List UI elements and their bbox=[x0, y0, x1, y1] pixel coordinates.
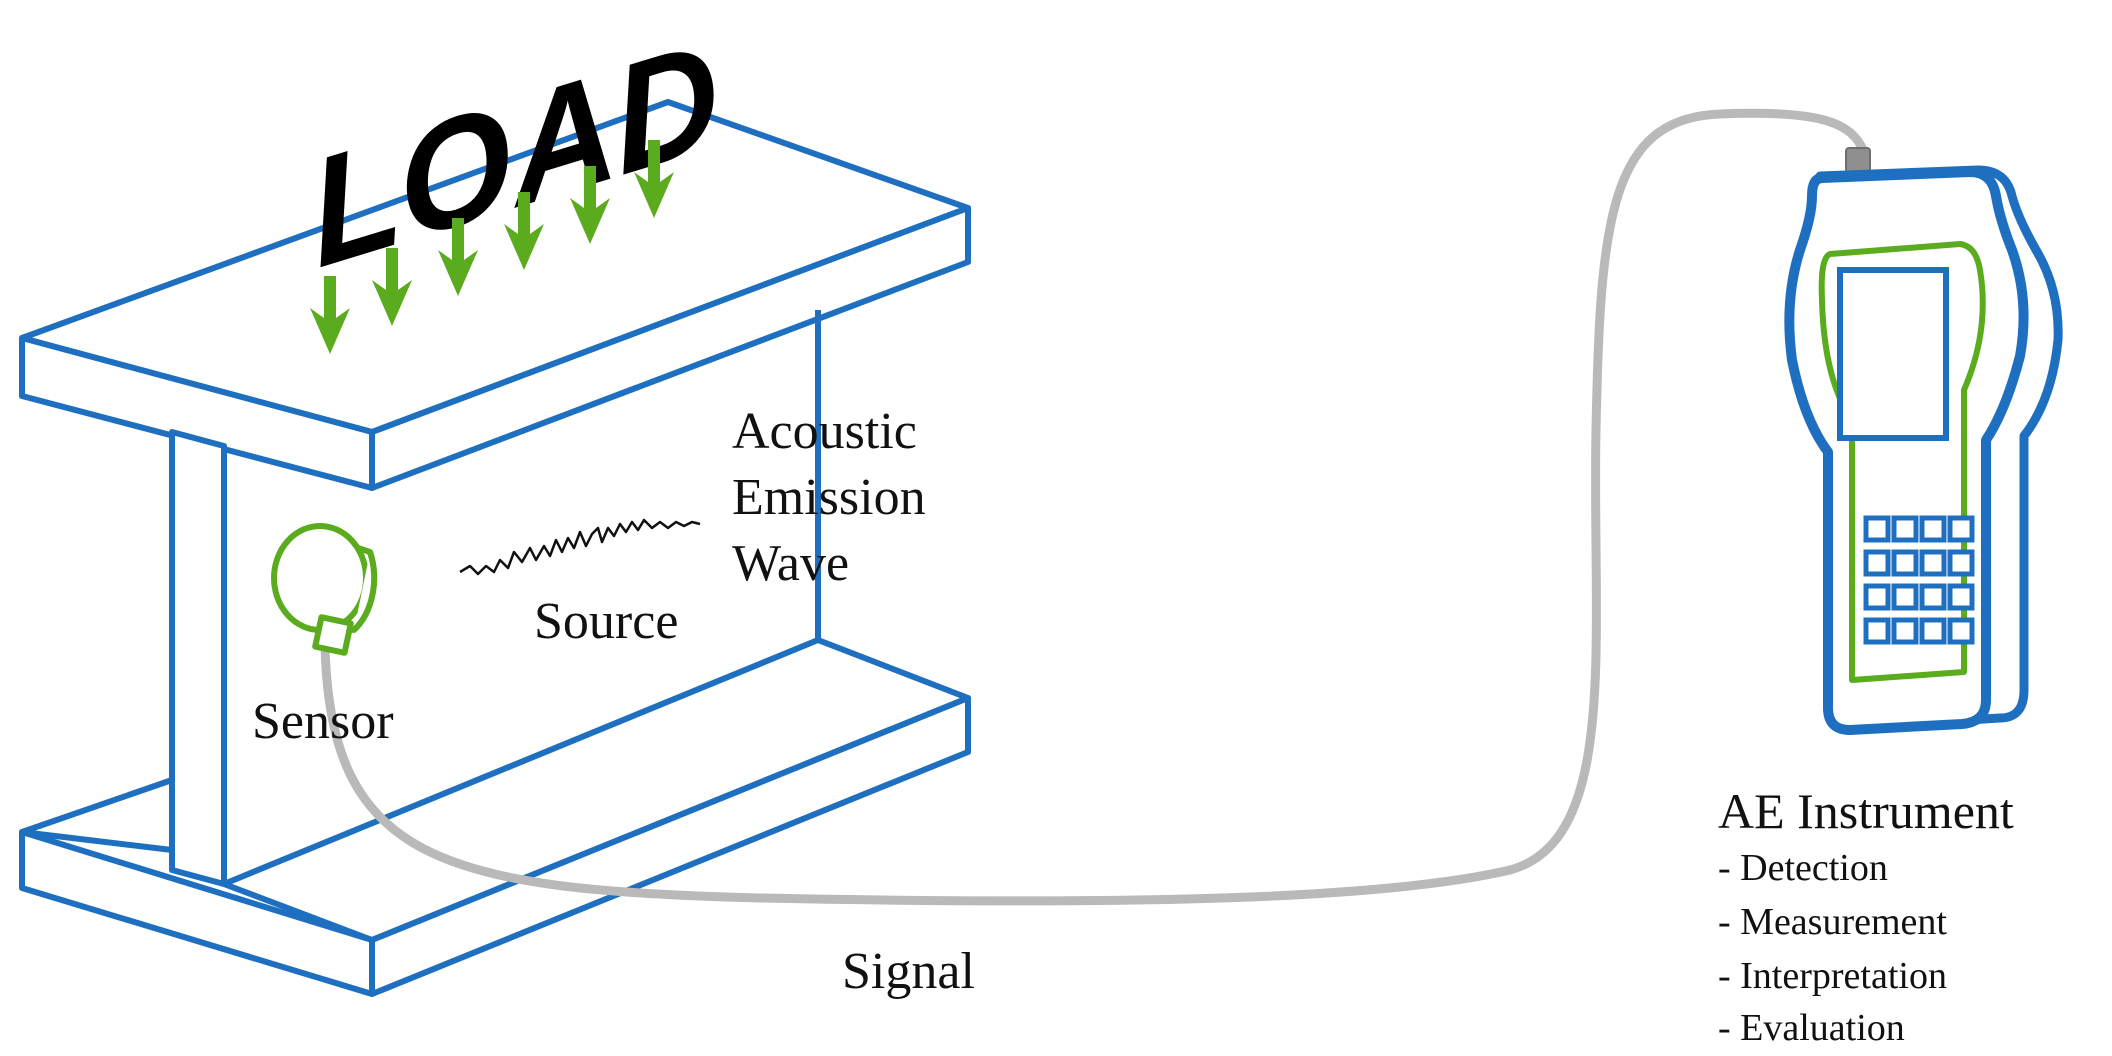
instrument-function-evaluation: - Evaluation bbox=[1718, 1007, 1905, 1049]
instrument-function-detection: - Detection bbox=[1718, 847, 1888, 889]
connector bbox=[1845, 147, 1871, 173]
web-front-face bbox=[169, 429, 227, 887]
handheld-ae-instrument-icon bbox=[1784, 147, 2063, 735]
down-arrow-icon bbox=[438, 218, 478, 296]
ae-sensor-icon bbox=[271, 523, 378, 656]
down-arrow-icon bbox=[570, 166, 610, 244]
down-arrow-icon bbox=[634, 140, 674, 218]
acoustic-emission-wave-label-line2: Emission bbox=[732, 469, 926, 526]
top-flange-side-face bbox=[369, 205, 971, 491]
sensor-label: Sensor bbox=[252, 693, 394, 750]
load-arrows bbox=[310, 140, 674, 354]
source-label: Source bbox=[534, 593, 678, 650]
device-keypad bbox=[1863, 515, 1975, 645]
ae-instrument-title: AE Instrument bbox=[1718, 783, 2014, 839]
instrument-function-interpretation: - Interpretation bbox=[1718, 955, 1947, 997]
down-arrow-icon bbox=[310, 276, 350, 354]
bottom-flange-side-face bbox=[369, 695, 971, 997]
acoustic-wave-trace-icon bbox=[459, 518, 701, 576]
i-beam bbox=[19, 99, 971, 997]
acoustic-emission-wave-label-line3: Wave bbox=[732, 535, 849, 592]
instrument-function-measurement: - Measurement bbox=[1718, 901, 1947, 943]
bottom-flange-left-top bbox=[19, 777, 175, 853]
signal-label: Signal bbox=[842, 943, 975, 1000]
down-arrow-icon bbox=[504, 192, 544, 270]
signal-cable bbox=[320, 108, 1869, 906]
down-arrow-icon bbox=[372, 248, 412, 326]
acoustic-emission-wave-label-line1: Acoustic bbox=[732, 403, 917, 460]
device-screen bbox=[1837, 267, 1949, 441]
